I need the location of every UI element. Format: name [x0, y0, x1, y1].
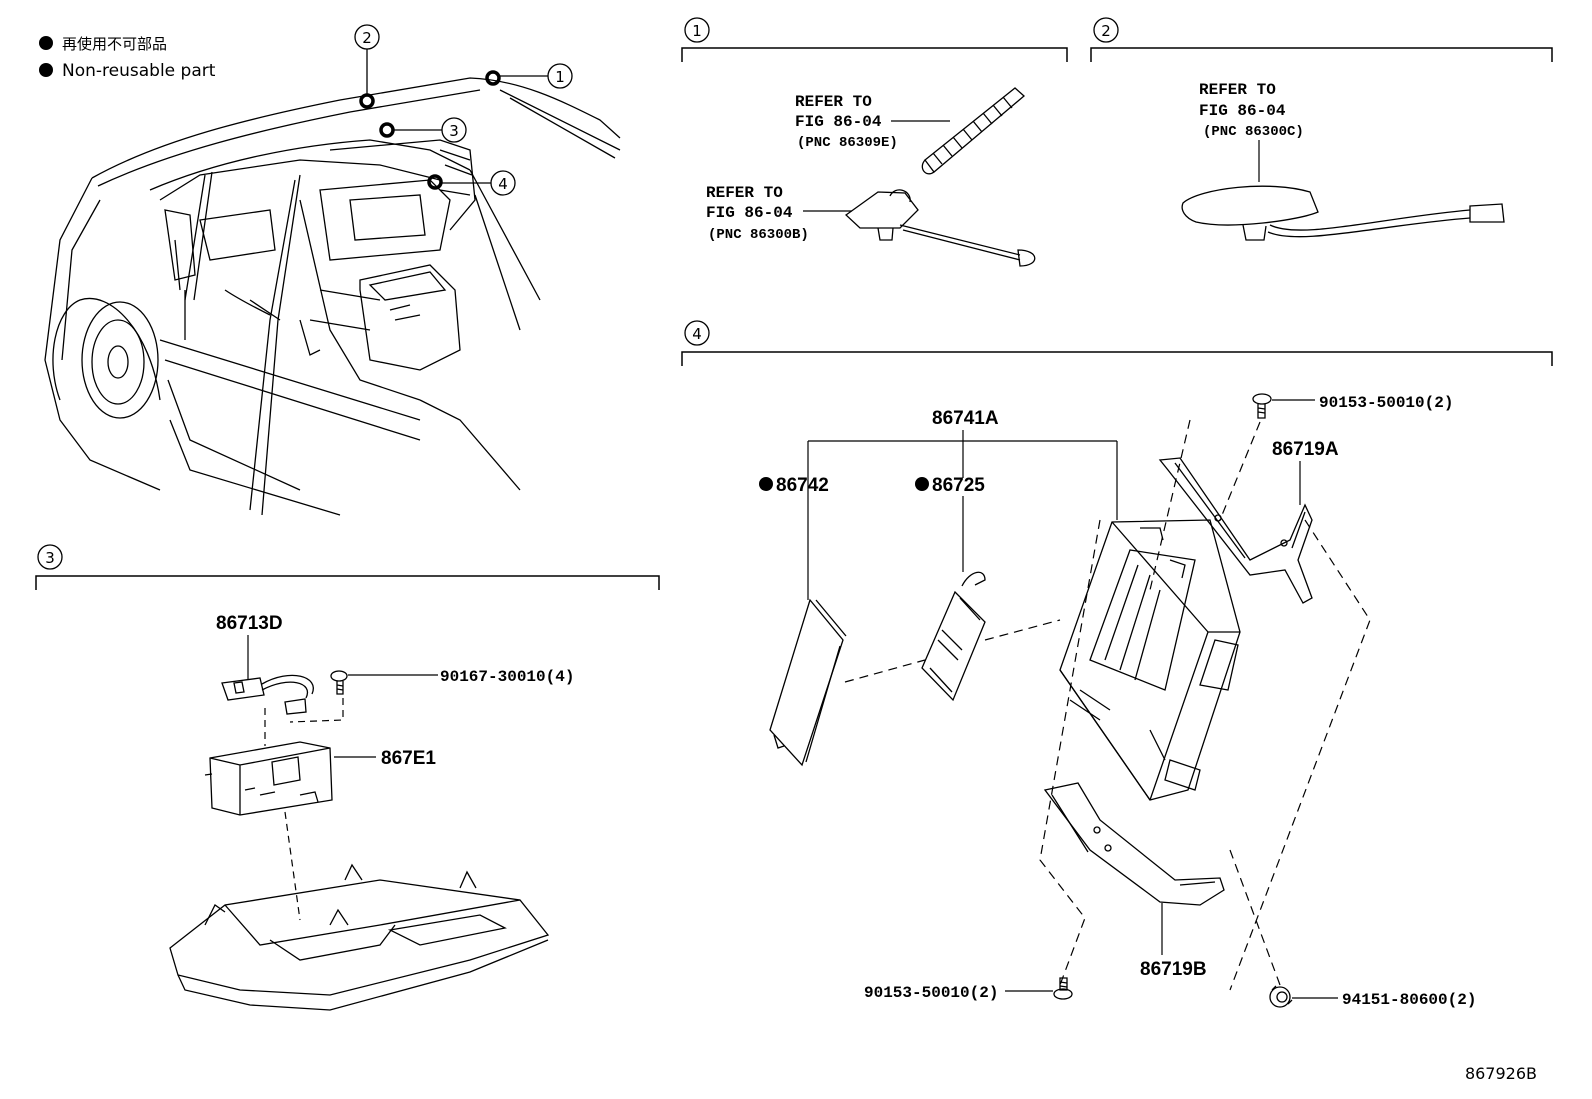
refer-label-b: REFER TO [706, 184, 783, 202]
callout-3-overview: 3 [441, 117, 467, 143]
part-86719B: 86719B [1140, 959, 1207, 980]
callout-4-overview: 4 [490, 170, 516, 196]
vehicle-overview [44, 77, 621, 516]
part-86719A: 86719A [1272, 439, 1339, 460]
refer-label-a: REFER TO [795, 93, 872, 111]
card-86742-icon [769, 598, 847, 767]
location-markers [359, 48, 548, 190]
fig-label-a: FIG 86-04 [795, 113, 882, 131]
connector-86713D-icon [221, 674, 314, 715]
pnc-label-b: (PNC 86300B) [708, 227, 809, 243]
location-marker-4 [427, 174, 443, 190]
svg-text:3: 3 [449, 122, 459, 140]
callout-1-overview: 1 [547, 63, 573, 89]
svg-text:1: 1 [555, 68, 565, 86]
overview-callouts: 2 1 3 4 [354, 24, 573, 196]
fig-label-b: FIG 86-04 [706, 204, 793, 222]
part-90153-bottom: 90153-50010(2) [864, 984, 998, 1002]
part-867E1: 867E1 [381, 748, 436, 769]
screw-90167-icon [330, 670, 348, 695]
part-86725: 86725 [932, 475, 985, 496]
section-1: REFER TO FIG 86-04 (PNC 86309E) REFER TO… [706, 87, 1036, 267]
legend: 再使用不可部品 Non-reusable part [39, 35, 216, 81]
bracket-86719B-icon [1043, 782, 1225, 906]
section-4: 86741A 86742 86725 [759, 393, 1476, 1009]
section-3: 86713D 90167-30010(4) 867E1 [169, 613, 574, 1011]
location-marker-2 [359, 93, 375, 109]
part-86713D: 86713D [216, 613, 283, 634]
legend-english: Non-reusable part [62, 61, 216, 81]
section-frames [35, 47, 1553, 590]
non-reusable-bullet-icon [39, 63, 53, 77]
callout-3-section: 3 [37, 544, 63, 570]
section-callouts: 1 2 4 3 [37, 17, 1119, 570]
callout-2-section: 2 [1093, 17, 1119, 43]
location-marker-3 [379, 122, 395, 138]
section-2: REFER TO FIG 86-04 (PNC 86300C) [1181, 81, 1505, 241]
svg-text:4: 4 [692, 325, 702, 343]
overhead-console-icon [169, 863, 550, 1011]
part-86742: 86742 [776, 475, 829, 496]
non-reusable-bullet-icon [39, 36, 53, 50]
pnc-label-a: (PNC 86309E) [797, 135, 898, 151]
control-unit-86741A-icon [1059, 519, 1241, 801]
part-86741A: 86741A [932, 408, 999, 429]
screw-90153-top-icon [1252, 393, 1272, 419]
callout-2-overview: 2 [354, 24, 380, 50]
nut-94151-icon [1269, 985, 1293, 1008]
figure-id: 867926B [1465, 1064, 1537, 1083]
non-reusable-bullet-icon [915, 477, 929, 491]
legend-japanese: 再使用不可部品 [62, 35, 167, 53]
antenna-base-icon [844, 189, 1036, 267]
svg-text:4: 4 [498, 175, 508, 193]
location-marker-1 [485, 70, 501, 86]
refer-label-c: REFER TO [1199, 81, 1276, 99]
roof-antenna-icon [1181, 185, 1505, 241]
part-90167: 90167-30010(4) [440, 668, 574, 686]
pnc-label-c: (PNC 86300C) [1203, 124, 1304, 140]
bracket-86719A-icon [1158, 457, 1313, 604]
fig-label-c: FIG 86-04 [1199, 102, 1286, 120]
part-94151: 94151-80600(2) [1342, 991, 1476, 1009]
svg-text:2: 2 [1101, 22, 1111, 40]
screw-90153-bottom-icon [1053, 977, 1073, 1000]
svg-text:1: 1 [692, 22, 702, 40]
module-86725-icon [921, 571, 986, 702]
callout-4-section: 4 [684, 320, 710, 346]
antenna-rod-icon [921, 87, 1025, 175]
module-867E1-icon [204, 741, 333, 816]
svg-text:3: 3 [45, 549, 55, 567]
svg-text:2: 2 [362, 29, 372, 47]
part-90153-top: 90153-50010(2) [1319, 394, 1453, 412]
callout-1-section: 1 [684, 17, 710, 43]
non-reusable-bullet-icon [759, 477, 773, 491]
